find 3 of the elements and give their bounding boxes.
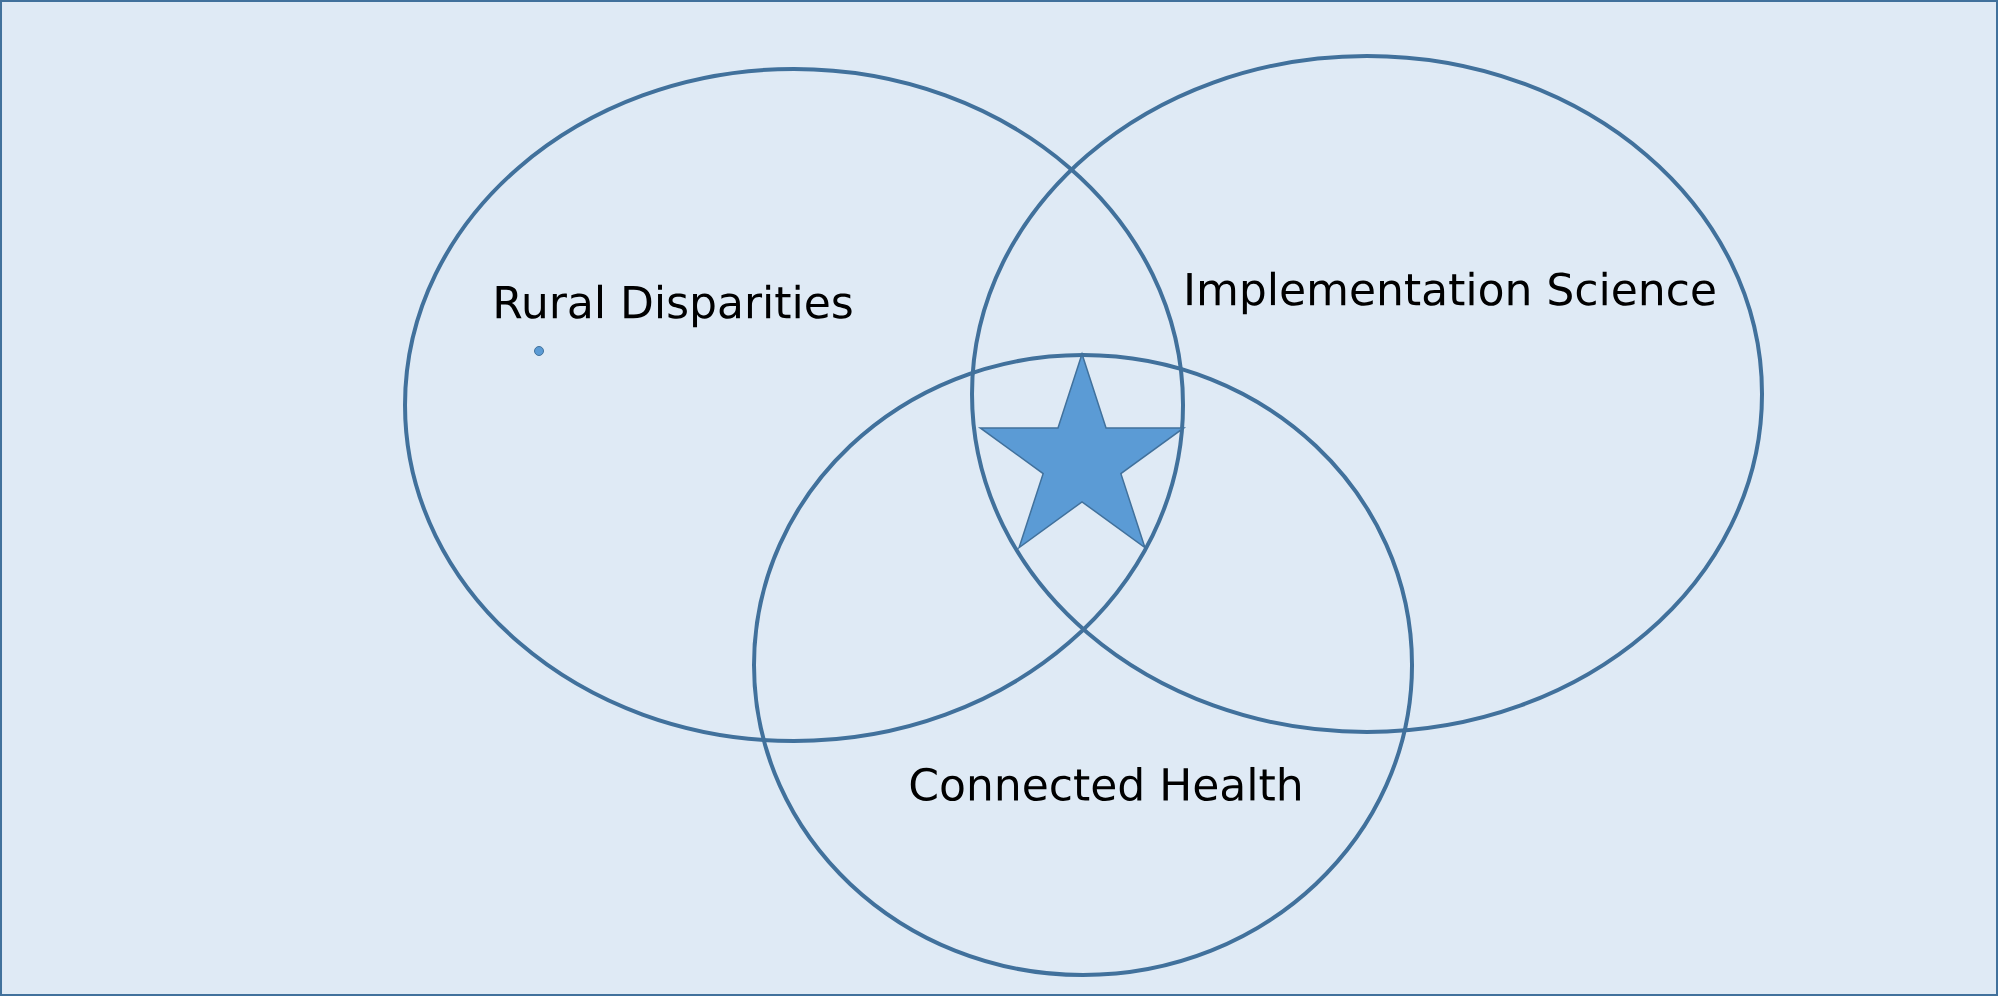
circle-label: Connected Health <box>910 766 1300 801</box>
circle-label: Implementation Science <box>1187 271 1715 315</box>
circle-label: Rural Disparities <box>496 284 852 328</box>
